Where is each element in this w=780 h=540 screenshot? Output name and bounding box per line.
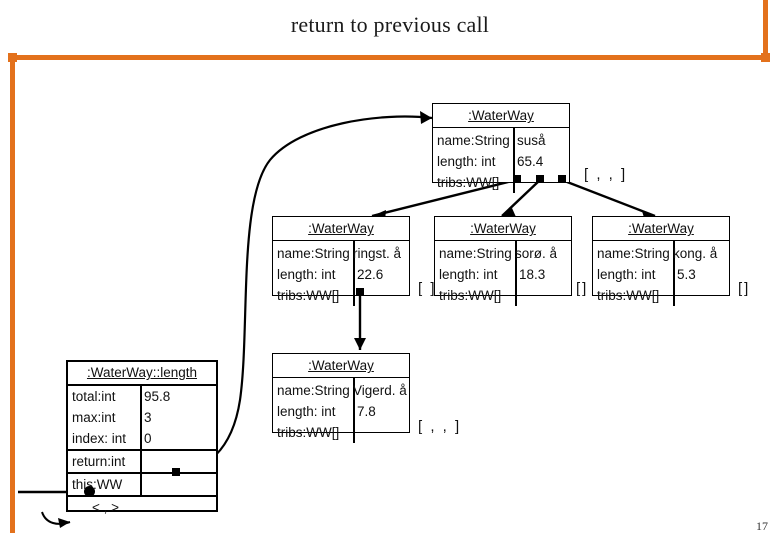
field-name: name:String: [439, 246, 512, 261]
this-reference-dot[interactable]: [172, 468, 180, 476]
accent-frame-corner-left: [8, 53, 17, 62]
field-name: name:String: [597, 246, 670, 261]
value-length: 22.6: [357, 267, 384, 282]
object-header: :WaterWay: [273, 217, 409, 241]
local-total-value: 95.8: [144, 389, 171, 404]
accent-frame-left: [10, 55, 15, 533]
local-index: index: int: [72, 431, 127, 446]
field-tribs: tribs:WW[]: [437, 175, 500, 190]
field-length: length: int: [277, 267, 336, 282]
array-slot-1[interactable]: [536, 175, 544, 183]
object-header: :WaterWay: [593, 217, 729, 241]
local-max: max:int: [72, 410, 116, 425]
field-length: length: int: [277, 404, 336, 419]
value-length: 5.3: [677, 267, 696, 282]
field-tribs: tribs:WW[]: [439, 288, 502, 303]
value-name: Vigerd. å: [353, 383, 407, 398]
array-literal-top: [ , , ]: [584, 166, 628, 183]
local-index-value: 0: [144, 431, 152, 446]
field-tribs: tribs:WW[]: [597, 288, 660, 303]
accent-frame-corner-right: [761, 53, 770, 62]
object-fields: name:String length: int tribs:WW[] Viger…: [273, 378, 409, 443]
field-tribs: tribs:WW[]: [277, 425, 340, 440]
field-name: name:String: [277, 383, 350, 398]
field-tribs: tribs:WW[]: [277, 288, 340, 303]
field-length: length: int: [437, 154, 496, 169]
local-total: total:int: [72, 389, 116, 404]
local-max-value: 3: [144, 410, 152, 425]
page-number: 17: [756, 519, 768, 533]
array-literal-mid-center: []: [576, 280, 589, 297]
value-length: 65.4: [517, 154, 544, 169]
caller-reference-dot[interactable]: [84, 486, 95, 497]
stack-frame-return-group: return:int: [68, 451, 216, 474]
object-fields: name:String length: int tribs:WW[] sorø.…: [435, 241, 571, 306]
caller-row-label: < , >: [92, 500, 120, 515]
object-box-top[interactable]: :WaterWay name:String length: int tribs:…: [432, 103, 570, 193]
value-name: ringst. å: [353, 246, 402, 261]
array-literal-mid-right: []: [738, 280, 751, 297]
value-length: 18.3: [519, 267, 546, 282]
object-box-mid-right[interactable]: :WaterWay name:String length: int tribs:…: [592, 216, 730, 306]
object-header: :WaterWay: [273, 354, 409, 378]
array-slot-0[interactable]: [513, 175, 521, 183]
accent-frame-top: [10, 55, 768, 60]
stack-frame-caller-row[interactable]: < , >: [68, 497, 216, 523]
object-header: :WaterWay: [433, 104, 569, 128]
value-length: 7.8: [357, 404, 376, 419]
page-title: return to previous call: [290, 12, 490, 37]
array-slot-2[interactable]: [558, 175, 566, 183]
value-name: kong. å: [673, 246, 718, 261]
object-box-bottom[interactable]: :WaterWay name:String length: int tribs:…: [272, 353, 410, 443]
field-length: length: int: [597, 267, 656, 282]
object-fields: name:String length: int tribs:WW[] suså …: [433, 128, 569, 193]
accent-frame-right: [763, 0, 768, 60]
object-box-mid-center[interactable]: :WaterWay name:String length: int tribs:…: [434, 216, 572, 306]
object-box-mid-left[interactable]: :WaterWay name:String length: int tribs:…: [272, 216, 410, 306]
value-name: sorø. å: [515, 246, 558, 261]
array-literal-mid-left: [ ]: [418, 280, 437, 297]
object-fields: name:String length: int tribs:WW[] kong.…: [593, 241, 729, 306]
field-length: length: int: [439, 267, 498, 282]
object-fields: name:String length: int tribs:WW[] rings…: [273, 241, 409, 306]
value-name: suså: [517, 133, 546, 148]
stack-frame-table[interactable]: :WaterWay::length total:int max:int inde…: [66, 360, 218, 515]
field-name: name:String: [277, 246, 350, 261]
array-slot-mid-left-0[interactable]: [356, 288, 364, 296]
return-slot-label: return:int: [72, 454, 126, 469]
field-name: name:String: [437, 133, 510, 148]
object-header: :WaterWay: [435, 217, 571, 241]
array-literal-bottom: [ , , ]: [418, 418, 462, 435]
stack-frame-header: :WaterWay::length: [68, 362, 216, 386]
stack-frame-locals-group: total:int max:int index: int 95.8 3 0: [68, 386, 216, 451]
